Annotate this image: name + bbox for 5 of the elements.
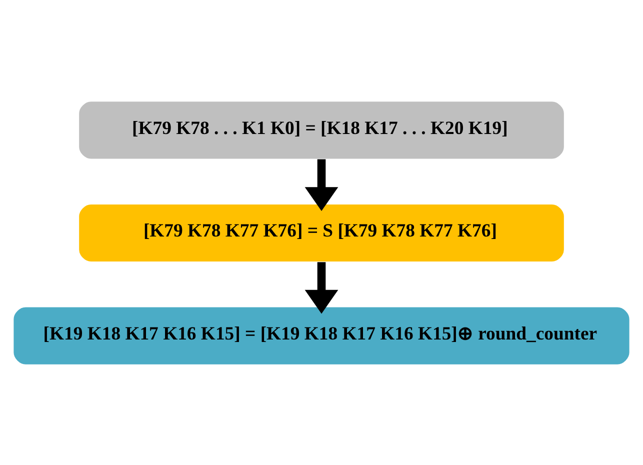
node-box: [K79 K78 . . . K1 K0] = [K18 K17 . . . K20 K19] [78,100,565,160]
node-box: [K19 K18 K17 K16 K15] = [K19 K18 K17 K16 K15]⊕ round_counter [12,306,630,365]
node-box: [K79 K78 K77 K76] = S [K79 K78 K77 K76] [78,202,565,262]
arrow [304,262,338,314]
arrow [304,158,338,210]
